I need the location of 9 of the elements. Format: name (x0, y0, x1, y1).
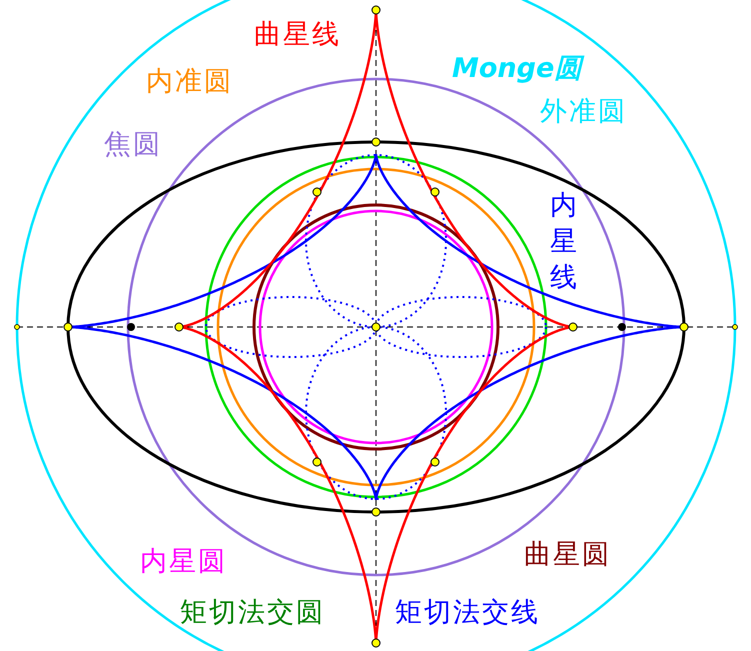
curve-label: 内准圆 (146, 65, 233, 99)
curve-label: 外准圆 (540, 95, 627, 129)
curve-label: 矩切法交线 (395, 596, 540, 630)
curve-label: 焦圆 (104, 128, 162, 162)
curve-label: 内星线 (550, 189, 580, 295)
curve-label: 曲星圆 (524, 538, 611, 572)
curve-label: 矩切法交圆 (180, 596, 325, 630)
curve-label: 内星圆 (140, 545, 227, 579)
curve-label: 曲星线 (254, 18, 341, 52)
